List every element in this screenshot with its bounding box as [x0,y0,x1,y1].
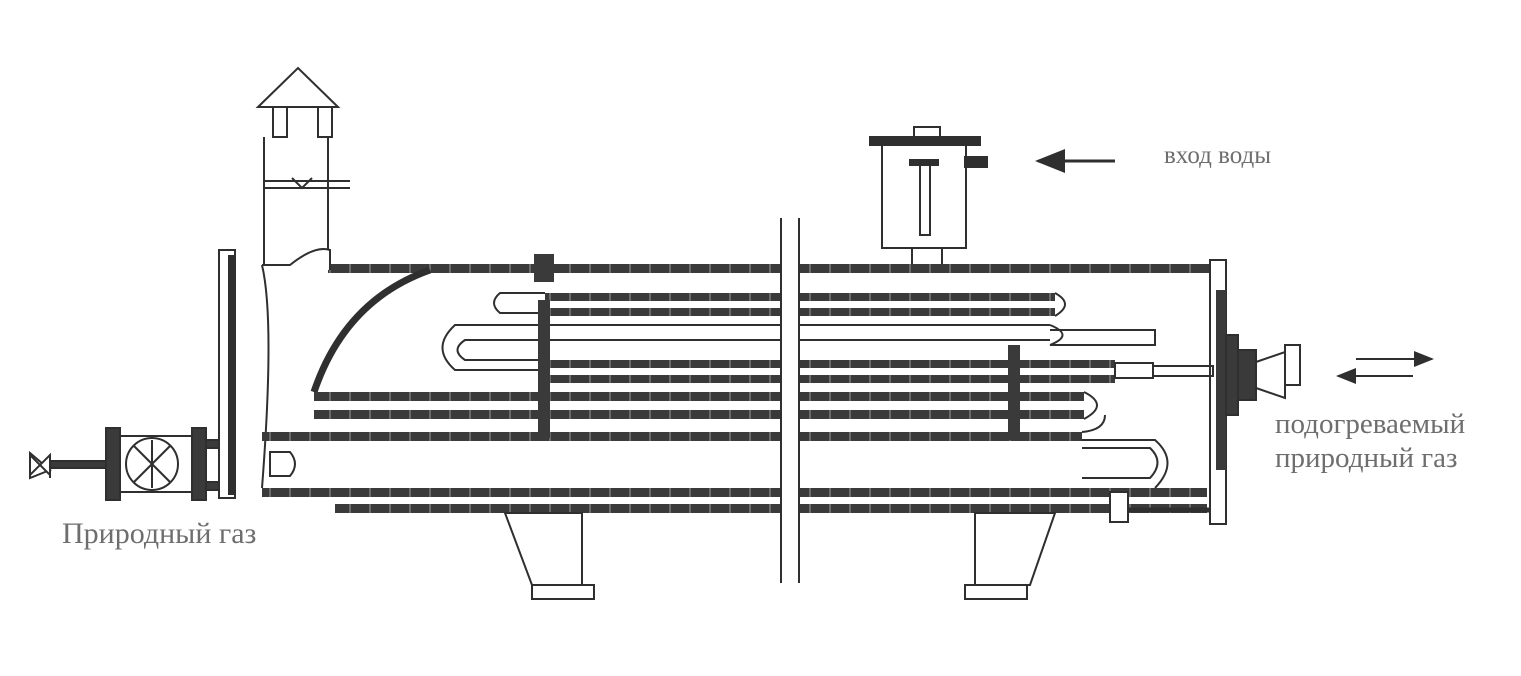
heated-gas-label: подогреваемый природный газ [1275,407,1465,475]
bowtie-valve-icon [29,452,51,478]
gas-inlet-assembly [29,427,220,501]
combustion-chamber [261,248,432,489]
section-break [780,218,800,583]
supports [503,512,1057,600]
chimney [255,66,350,265]
gas-outlet-nozzle [1225,334,1301,416]
water-inlet-label: вход воды [1164,142,1272,169]
tube-bundle [262,292,1214,523]
water-inlet-tank [869,126,988,269]
gas-outlet-arrows [1336,351,1434,384]
vessel-shell [218,249,1227,525]
heated-gas-label-line1: подогреваемый [1275,408,1466,440]
heated-gas-label-line2: природный газ [1275,442,1458,474]
natural-gas-label: Природный газ [62,517,257,550]
